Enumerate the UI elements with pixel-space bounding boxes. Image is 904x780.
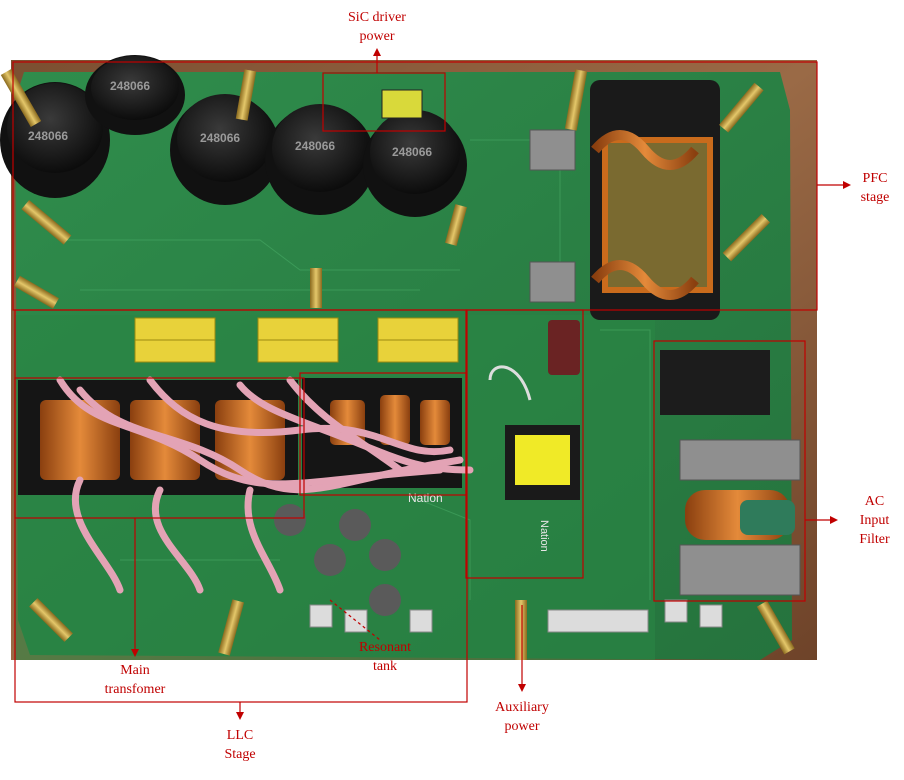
label-ac-line2: Input xyxy=(859,513,890,528)
label-aux-line2: power xyxy=(504,719,540,734)
label-pfc-line2: stage xyxy=(860,190,890,205)
film-capacitors xyxy=(529,129,801,596)
cap-code-1: 248066 xyxy=(28,129,68,143)
label-auxiliary-power: Auxiliary power xyxy=(482,698,562,736)
cap-code-2: 248066 xyxy=(110,79,150,93)
llc-output-caps xyxy=(274,504,401,616)
ac-filter-box xyxy=(653,340,806,602)
label-aux-line1: Auxiliary xyxy=(495,700,549,715)
label-llc-stage: LLC Stage xyxy=(205,726,275,764)
brand-mark-2: Nation xyxy=(538,520,550,552)
resonant-capacitors xyxy=(134,317,459,363)
capacitor-markings: 248066 248066 248066 248066 248066 xyxy=(28,79,432,159)
resonant-leader xyxy=(329,599,381,641)
cap-code-5: 248066 xyxy=(392,145,432,159)
annotation-overlays xyxy=(12,50,843,718)
label-sic-line2: power xyxy=(359,29,395,44)
label-ac-line1: AC xyxy=(864,494,885,509)
relay xyxy=(660,350,770,415)
connectors xyxy=(309,599,723,633)
aux-power-box xyxy=(465,309,584,579)
litz-wires xyxy=(56,376,474,594)
label-rt-line1: Resonant xyxy=(358,640,412,655)
label-main-transformer: Main transfomer xyxy=(90,661,180,699)
brass-standoffs xyxy=(0,69,795,660)
label-pfc-stage: PFC stage xyxy=(850,169,900,207)
label-ac-line3: Filter xyxy=(859,532,890,547)
label-rt-line2: tank xyxy=(372,659,398,674)
label-sic-line1: SiC driver xyxy=(348,10,406,25)
label-llc-line1: LLC xyxy=(226,728,254,743)
sic-driver-box xyxy=(322,72,446,132)
aux-capacitor xyxy=(548,320,580,375)
label-llc-line2: Stage xyxy=(224,747,256,762)
sic-driver-transformer xyxy=(381,89,423,119)
label-resonant-tank: Resonant tank xyxy=(345,638,425,676)
brand-mark-1: Nation xyxy=(408,491,443,505)
cap-code-4: 248066 xyxy=(295,139,335,153)
llc-stage-box xyxy=(14,309,468,703)
label-mt-line2: transfomer xyxy=(104,682,166,697)
annotation-arrowheads xyxy=(131,48,851,720)
label-pfc-line1: PFC xyxy=(862,171,888,186)
label-sic-driver-power: SiC driver power xyxy=(337,8,417,46)
label-mt-line1: Main xyxy=(120,663,150,678)
pfc-inductor xyxy=(590,80,720,320)
label-ac-input-filter: AC Input Filter xyxy=(847,492,902,549)
aux-transformer xyxy=(488,365,580,500)
cap-code-3: 248066 xyxy=(200,131,240,145)
bulk-capacitors xyxy=(0,55,467,217)
ac-choke xyxy=(685,490,795,540)
